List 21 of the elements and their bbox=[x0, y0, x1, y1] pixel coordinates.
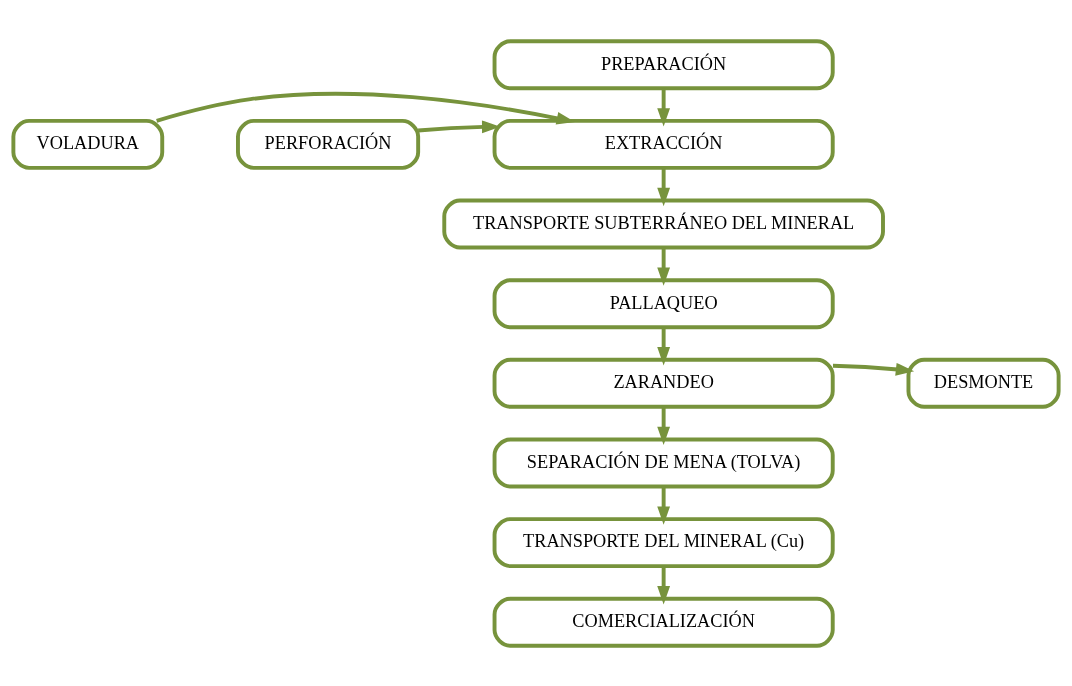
node-box: PALLAQUEO bbox=[492, 277, 835, 329]
arrow bbox=[657, 326, 671, 365]
node-box: PERFORACIÓN bbox=[236, 118, 421, 170]
arrow bbox=[832, 362, 915, 376]
arrow bbox=[657, 565, 671, 604]
arrow bbox=[418, 119, 501, 133]
arrow bbox=[657, 486, 671, 525]
node-box: TRANSPORTE SUBTERRÁNEO DEL MINERAL bbox=[442, 198, 885, 249]
node-box: VOLADURA bbox=[11, 118, 165, 170]
arrow bbox=[156, 91, 575, 125]
node-box: DESMONTE bbox=[906, 357, 1061, 409]
node-box: EXTRACCIÓN bbox=[492, 118, 835, 170]
node-box: PREPARACIÓN bbox=[492, 38, 835, 90]
node-box: COMERCIALIZACIÓN bbox=[492, 596, 835, 648]
arrow bbox=[657, 406, 671, 445]
node-box: TRANSPORTE DEL MINERAL (Cu) bbox=[492, 516, 835, 568]
arrow bbox=[657, 247, 671, 286]
arrow bbox=[657, 87, 671, 126]
arrow bbox=[657, 167, 671, 206]
node-box: ZARANDEO bbox=[492, 357, 835, 409]
node-box: SEPARACIÓN DE MENA (TOLVA) bbox=[492, 437, 835, 488]
